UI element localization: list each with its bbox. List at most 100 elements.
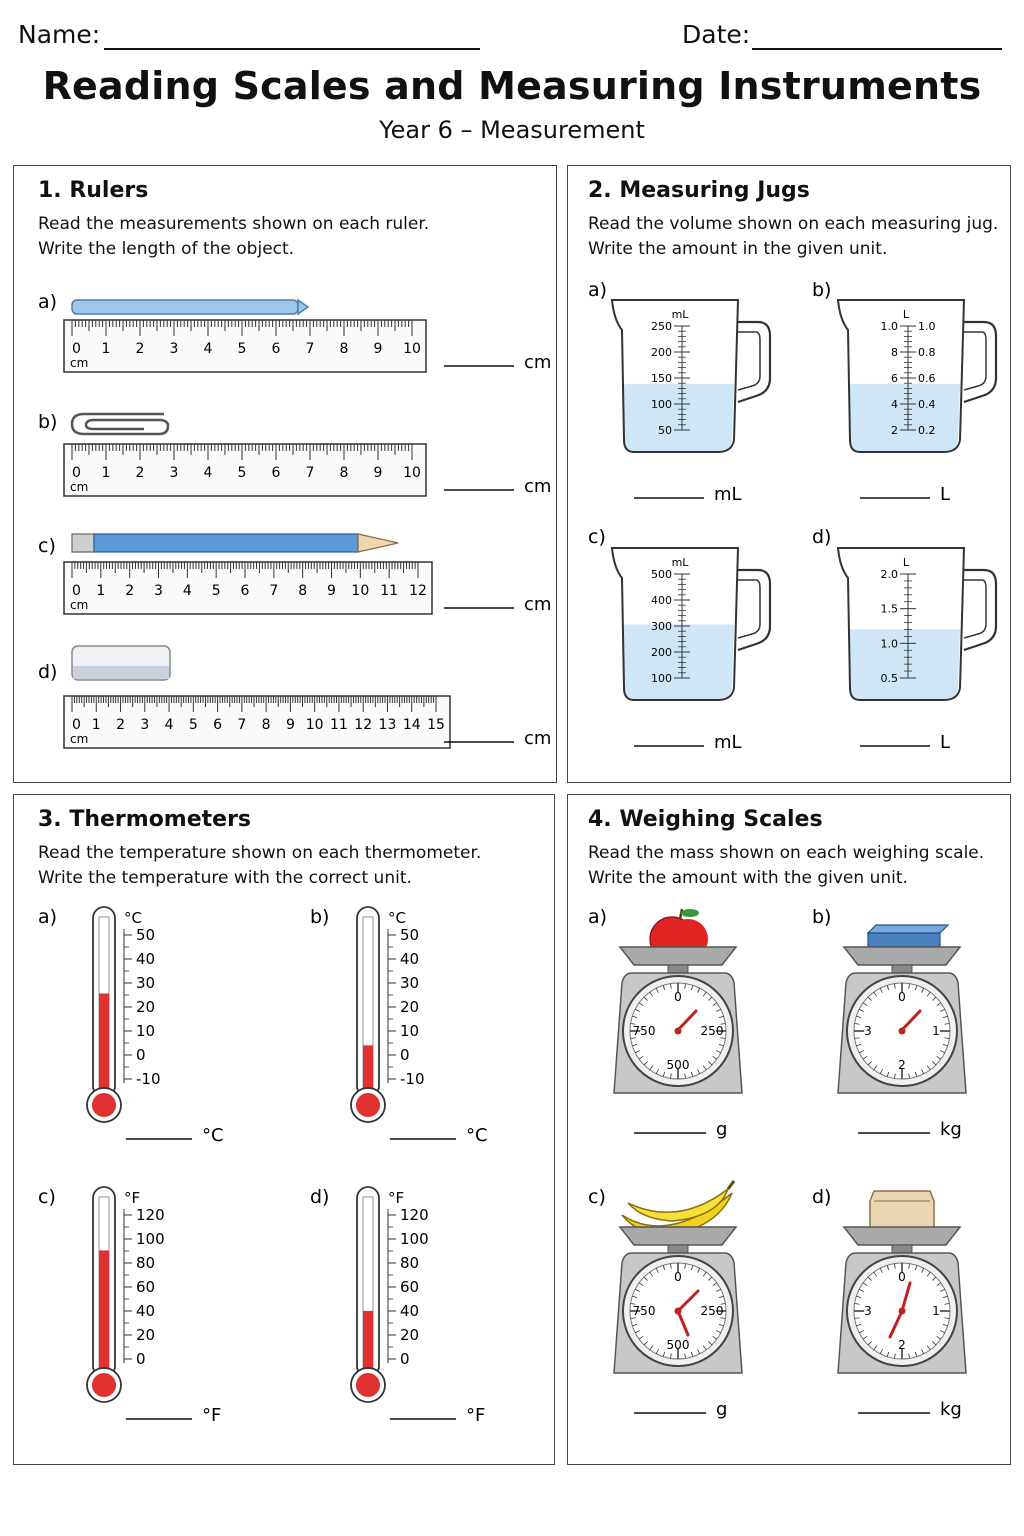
ruler-tick-label: 7	[269, 583, 278, 599]
jug-tick-label: 1.0	[881, 320, 899, 333]
thermometer-tick-label: 50	[136, 926, 155, 944]
scale-dial-tick	[655, 1268, 659, 1273]
scale-dial-tick	[940, 1330, 945, 1334]
jug-body	[610, 547, 740, 701]
ruler-tick-label: 9	[374, 341, 383, 357]
scale-dial-tick	[926, 991, 931, 997]
scale-unit: g	[716, 1119, 727, 1140]
scale-dial-tick	[670, 1073, 672, 1079]
thermometer-tick-label: 40	[136, 1302, 155, 1320]
jug-unit: L	[940, 732, 950, 753]
jug-right-tick-label: 0.2	[918, 424, 936, 437]
scale-dial-tick	[859, 1330, 864, 1334]
scale-dial-tick	[649, 1065, 654, 1071]
ruler-tick-label: 6	[213, 717, 222, 733]
jug-tick-label: 0.5	[881, 672, 899, 685]
jugs-title: 2. Measuring Jugs	[588, 178, 810, 203]
scale-dial-tick	[854, 1023, 860, 1025]
scale-dial-tick	[936, 1055, 942, 1060]
jugs-panel: 2. Measuring Jugs Read the volume shown …	[567, 165, 1011, 783]
thermometer-tick-label: 20	[136, 998, 155, 1016]
scale-dial-tick	[914, 1071, 918, 1077]
scale-dial-tick	[635, 1008, 640, 1012]
scale-dial-tick	[702, 1345, 707, 1351]
ruler-body	[63, 443, 427, 497]
ruler-tick-label: 3	[170, 341, 179, 357]
scale-item-label: c)	[588, 1186, 606, 1208]
scale-dial-tick	[697, 1268, 701, 1273]
jug-unit: L	[940, 484, 950, 505]
scale-dial-label: 1	[932, 1304, 940, 1318]
thermometer-unit-header: °F	[124, 1189, 140, 1207]
date-field[interactable]	[752, 48, 1002, 50]
ruler-unit: cm	[524, 594, 551, 615]
scale-dial-tick	[643, 1341, 648, 1346]
scale-dial-tick	[862, 1282, 868, 1287]
jug-tick-label: 100	[651, 672, 672, 685]
scale-needle	[899, 1009, 922, 1033]
scale-dial-tick	[886, 1351, 890, 1357]
scale-dial-tick	[684, 983, 686, 989]
ruler-tick-label: 2	[116, 717, 125, 733]
thermometer-tick-label: 0	[136, 1046, 146, 1064]
scales-drawing: a)0250500750gb)0123kgc)0250500750gd)0123…	[588, 906, 967, 1420]
ruler-tick-label: 14	[403, 717, 421, 733]
jug-water	[848, 629, 960, 700]
crayon-tip-icon	[297, 298, 310, 316]
thermometer-bulb	[92, 1093, 116, 1117]
thermometer-unit: °F	[466, 1405, 485, 1426]
thermometers-title: 3. Thermometers	[38, 807, 252, 832]
ruler-tick-label: 3	[140, 717, 149, 733]
scale-dial-tick	[936, 1002, 942, 1007]
scale-dial-tick	[867, 1061, 872, 1066]
scale-dial-tick	[856, 1323, 862, 1327]
scale-needle-hub	[674, 1307, 682, 1315]
ruler-tick-label: 12	[354, 717, 372, 733]
scale-dial-tick	[942, 1323, 948, 1327]
scale-dial-tick	[886, 1071, 890, 1077]
ruler-tick-label: 10	[403, 341, 421, 357]
ruler-unit-label: cm	[70, 480, 88, 494]
ruler-unit: cm	[524, 476, 551, 497]
jug-right-tick-label: 0.8	[918, 346, 936, 359]
ruler-tick-label: 6	[272, 465, 281, 481]
scale-dial-tick	[944, 1037, 950, 1039]
jug-unit-header: mL	[672, 556, 690, 569]
scale-dial-tick	[862, 1002, 868, 1007]
name-field[interactable]	[104, 48, 480, 50]
jug-unit: mL	[714, 732, 742, 753]
scale-dial-tick	[670, 1263, 672, 1269]
thermometer-tick-label: 0	[400, 1046, 410, 1064]
scale-dial-tick	[718, 1043, 724, 1047]
jug-unit-header: mL	[672, 308, 690, 321]
ruler-tick-label: 4	[183, 583, 192, 599]
scale-dial-tick	[859, 1288, 864, 1292]
scale-dial-tick	[630, 1303, 636, 1305]
scale-dial-tick	[720, 1037, 726, 1039]
scale-pan	[842, 946, 962, 966]
thermometer-unit: °C	[466, 1125, 488, 1146]
scale-dial-tick	[873, 1345, 878, 1351]
ruler-tick-label: 13	[379, 717, 397, 733]
ruler-tick-label: 9	[374, 465, 383, 481]
ruler-tick-label: 1	[102, 465, 111, 481]
jug-right-tick-label: 0.4	[918, 398, 936, 411]
rulers-instruction-1: Read the measurements shown on each rule…	[38, 214, 430, 234]
ruler-tick-label: 3	[154, 583, 163, 599]
scale-dial-tick	[638, 1282, 644, 1287]
jug-water	[622, 383, 734, 452]
thermometer-tick-label: 30	[136, 974, 155, 992]
thermometer-tick-label: 40	[136, 950, 155, 968]
scale-dial-tick	[940, 1008, 945, 1012]
ruler-tick-label: 5	[189, 717, 198, 733]
ruler-tick-label: 10	[403, 465, 421, 481]
scale-dial-tick	[940, 1050, 945, 1054]
scale-dial-tick	[879, 1268, 883, 1273]
scale-needle-hub	[898, 1027, 906, 1035]
scale-dial-tick	[942, 1015, 948, 1019]
scale-dial-label: 2	[898, 1058, 906, 1072]
